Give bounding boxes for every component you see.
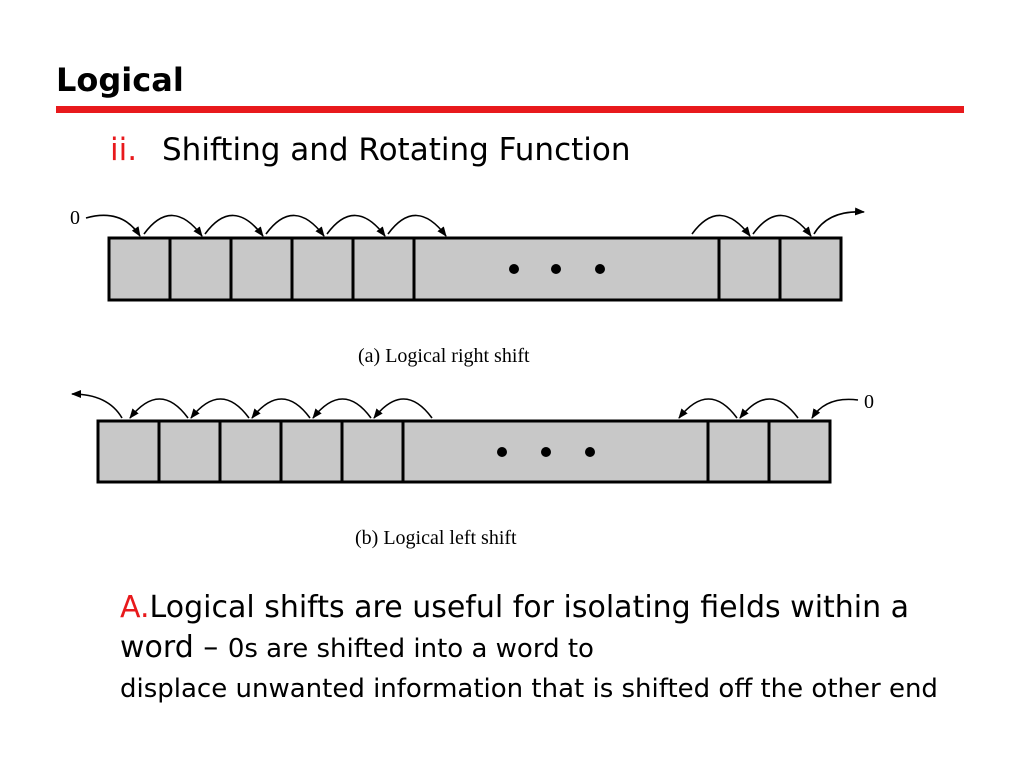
subheading-text: Shifting and Rotating Function xyxy=(162,132,631,168)
bit-cell xyxy=(218,419,283,484)
bit-cell xyxy=(778,236,843,302)
shift-arrow xyxy=(85,214,141,237)
subheading-marker: ii. xyxy=(110,132,138,168)
bullet-point: A.Logical shifts are useful for isolatin… xyxy=(120,588,940,709)
bullet-detail-continuation: displace unwanted information that is sh… xyxy=(120,674,938,704)
shift-arrow xyxy=(265,214,325,237)
shift-arrow xyxy=(143,214,203,237)
slide-title: Logical xyxy=(56,61,184,99)
diagram-caption: (a) Logical right shift xyxy=(358,345,530,367)
shift-arrow xyxy=(190,398,250,419)
bit-cell xyxy=(767,419,832,484)
bit-cell xyxy=(157,419,222,484)
logical-left-shift-diagram: 0 (b) Logical left shift xyxy=(71,390,874,549)
bit-cell xyxy=(340,419,405,484)
ellipsis-dot xyxy=(585,447,595,457)
shift-arrow xyxy=(373,398,433,419)
register-bar xyxy=(107,236,843,302)
shift-arrow xyxy=(204,214,264,237)
bit-cell xyxy=(717,236,782,302)
bit-cell xyxy=(168,236,233,302)
shift-arrow xyxy=(326,214,386,237)
shift-arrow xyxy=(129,398,189,419)
bit-cell xyxy=(96,419,161,484)
bit-cell xyxy=(706,419,771,484)
ellipsis-dot xyxy=(497,447,507,457)
ellipsis-dot xyxy=(551,264,561,274)
logical-right-shift-diagram: 0 (a) Logical right shift xyxy=(70,207,865,367)
bit-cell xyxy=(107,236,172,302)
bit-cell xyxy=(229,236,294,302)
input-zero-label: 0 xyxy=(864,391,874,413)
shift-arrow xyxy=(387,214,447,237)
shift-arrow xyxy=(678,398,738,419)
bit-cell xyxy=(351,236,416,302)
shift-arrow xyxy=(739,398,799,419)
shift-arrows xyxy=(71,390,859,419)
shift-arrow xyxy=(752,214,812,237)
shift-arrow xyxy=(811,398,859,419)
ellipsis-dot xyxy=(595,264,605,274)
ellipsis-dot xyxy=(541,447,551,457)
subheading: ii. Shifting and Rotating Function xyxy=(110,130,631,170)
bit-cell xyxy=(290,236,355,302)
shift-out-arrow xyxy=(813,207,865,235)
bullet-marker: A. xyxy=(120,590,150,625)
shift-arrow xyxy=(691,214,751,237)
ellipsis-dot xyxy=(509,264,519,274)
shift-arrow xyxy=(312,398,372,419)
diagram-caption: (b) Logical left shift xyxy=(355,527,517,549)
input-zero-label: 0 xyxy=(70,207,80,229)
shift-arrow xyxy=(251,398,311,419)
shift-arrows xyxy=(85,207,865,237)
title-underline xyxy=(56,106,964,113)
register-bar xyxy=(96,419,832,484)
shift-out-arrow xyxy=(71,390,123,419)
bullet-lead-text: Logical shifts are useful for isolating … xyxy=(120,590,910,665)
bit-cell xyxy=(279,419,344,484)
bullet-detail-text: 0s are shifted into a word to xyxy=(227,634,594,664)
